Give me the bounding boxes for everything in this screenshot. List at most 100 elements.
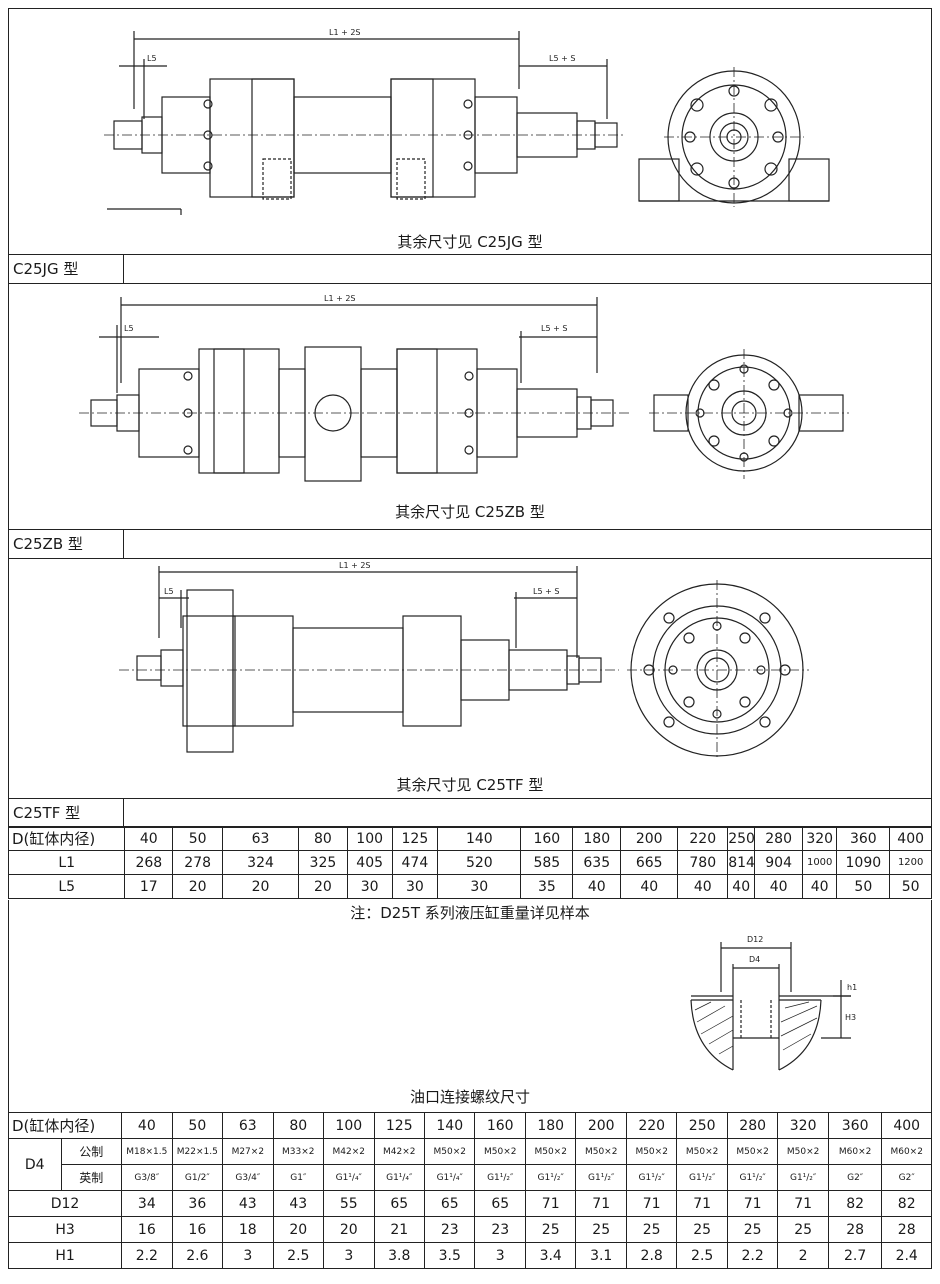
port-h1-label: h1 bbox=[847, 983, 857, 992]
table-cell: 65 bbox=[474, 1190, 526, 1217]
table-cell: 180 bbox=[524, 1112, 577, 1139]
cylinder-drawing-tf: L1 + 2S L5 L5 + S bbox=[119, 561, 809, 760]
dim-l5s-label: L5 + S bbox=[541, 324, 567, 333]
table-cell: 23 bbox=[423, 1216, 476, 1243]
table-cell: 71 bbox=[777, 1190, 829, 1217]
table-row: D(缸体内径) 40 50 63 80 100 125 140 160 180 … bbox=[7, 826, 932, 851]
port-h3-label: H3 bbox=[845, 1013, 856, 1022]
table-cell: 82 bbox=[881, 1190, 932, 1217]
table-cell: 36 bbox=[171, 1190, 224, 1217]
table-cell: 325 bbox=[297, 850, 348, 875]
table-cell: G1/2″ bbox=[171, 1164, 224, 1191]
table-cell: 814 bbox=[727, 850, 756, 875]
table-cell: 50 bbox=[172, 826, 224, 851]
table-cell: 25 bbox=[777, 1216, 829, 1243]
table-cell: M60×2 bbox=[827, 1138, 883, 1165]
table-cell: M42×2 bbox=[373, 1138, 426, 1165]
table-cell: G1¹/₄″ bbox=[373, 1164, 426, 1191]
port-thread-title: 油口连接螺纹尺寸 bbox=[409, 1088, 530, 1106]
table-cell: 2.8 bbox=[625, 1242, 678, 1269]
port-section: 注：D25T 系列液压缸重量详见样本 bbox=[8, 900, 932, 1112]
table-cell: 20 bbox=[297, 874, 348, 899]
table-cell: 25 bbox=[524, 1216, 577, 1243]
table-row: L5 17 20 20 20 30 30 30 35 40 40 40 40 4… bbox=[7, 874, 932, 899]
table-cell: 3 bbox=[323, 1242, 375, 1269]
table-cell: G1¹/₂″ bbox=[625, 1164, 678, 1191]
table-cell: 780 bbox=[677, 850, 729, 875]
table-cell: M22×1.5 bbox=[171, 1138, 224, 1165]
table-cell: 30 bbox=[437, 874, 522, 899]
table-cell: 200 bbox=[620, 826, 679, 851]
table-cell: 17 bbox=[124, 874, 174, 899]
table-cell: 16 bbox=[121, 1216, 173, 1243]
table-cell: 2.2 bbox=[121, 1242, 173, 1269]
table-cell: 40 bbox=[754, 874, 804, 899]
row-label-d4: D4 bbox=[8, 1138, 62, 1191]
table-row: D4 公制 M18×1.5 M22×1.5 M27×2 M33×2 M42×2 … bbox=[8, 1138, 932, 1191]
table-cell: M50×2 bbox=[524, 1138, 577, 1165]
cylinder-drawing-zb: L1 + 2S L5 L5 + S bbox=[79, 294, 849, 482]
dim-l1-label: L1 + 2S bbox=[339, 561, 371, 570]
table-row: D(缸体内径) 40 50 63 80 100 125 140 160 180 … bbox=[7, 1112, 932, 1139]
drawing-panel-zb: L1 + 2S L5 L5 + S 其余尺寸见 C25ZB 型 bbox=[8, 283, 932, 529]
model-label-jg: C25JG 型 bbox=[9, 255, 124, 283]
table-cell: 71 bbox=[625, 1190, 678, 1217]
dim-l1-label: L1 + 2S bbox=[329, 28, 361, 37]
table-cell: 30 bbox=[391, 874, 439, 899]
table-row: D12 34 36 43 43 55 65 65 65 71 71 71 71 … bbox=[7, 1190, 932, 1217]
table-cell: M18×1.5 bbox=[121, 1138, 173, 1165]
table-cell: 2.6 bbox=[171, 1242, 224, 1269]
table-cell: 65 bbox=[373, 1190, 426, 1217]
table-cell: 40 bbox=[620, 874, 679, 899]
table-cell: 400 bbox=[881, 1112, 932, 1139]
table-cell: M50×2 bbox=[777, 1138, 829, 1165]
dimension-table-l: D(缸体内径) 40 50 63 80 100 125 140 160 180 … bbox=[7, 826, 932, 899]
table-cell: 25 bbox=[726, 1216, 779, 1243]
table-row: 英制 G3/8″ G1/2″ G3/4″ G1″ G1¹/₄″ G1¹/₄″ G… bbox=[9, 1164, 932, 1191]
model-label-row-zb: C25ZB 型 bbox=[8, 529, 932, 559]
table-cell: 50 bbox=[171, 1112, 224, 1139]
bore-header: D(缸体内径) bbox=[7, 826, 126, 851]
table-cell: 3 bbox=[222, 1242, 274, 1269]
table-cell: 71 bbox=[726, 1190, 779, 1217]
table-cell: 278 bbox=[172, 850, 224, 875]
table-cell: 320 bbox=[777, 1112, 829, 1139]
table-cell: 20 bbox=[323, 1216, 375, 1243]
table-cell: 40 bbox=[572, 874, 622, 899]
table-cell: 320 bbox=[802, 826, 838, 851]
cylinder-drawing-jg: L1 + 2S L5 L5 + S bbox=[104, 28, 830, 215]
table-row: H3 16 16 18 20 20 21 23 23 25 25 25 25 2… bbox=[7, 1216, 932, 1243]
table-cell: 71 bbox=[575, 1190, 627, 1217]
table-cell: 100 bbox=[323, 1112, 375, 1139]
table-cell: 200 bbox=[575, 1112, 627, 1139]
port-d4-label: D4 bbox=[749, 955, 760, 964]
port-thread-diagram: D12 D4 h1 H3 bbox=[690, 935, 857, 1071]
table-cell: 40 bbox=[727, 874, 756, 899]
table-cell: 40 bbox=[802, 874, 838, 899]
table-cell: G3/8″ bbox=[121, 1164, 173, 1191]
table-cell: 160 bbox=[520, 826, 574, 851]
model-label-zb: C25ZB 型 bbox=[9, 530, 124, 558]
table-cell: 250 bbox=[676, 1112, 728, 1139]
table-cell: 82 bbox=[827, 1190, 883, 1217]
dim-l5-label: L5 bbox=[164, 587, 174, 596]
table-cell: G1¹/₂″ bbox=[726, 1164, 779, 1191]
table-cell: G2″ bbox=[827, 1164, 883, 1191]
table-cell: 585 bbox=[520, 850, 574, 875]
row-label-l5: L5 bbox=[7, 874, 126, 899]
table-cell: 324 bbox=[222, 850, 299, 875]
table-cell: 3.4 bbox=[524, 1242, 577, 1269]
table-cell: 35 bbox=[520, 874, 574, 899]
table-cell: 65 bbox=[423, 1190, 476, 1217]
table-cell: G2″ bbox=[881, 1164, 932, 1191]
table-cell: G1″ bbox=[272, 1164, 325, 1191]
table-cell: 140 bbox=[437, 826, 522, 851]
table-cell: 1000 bbox=[802, 850, 838, 875]
table-cell: 665 bbox=[620, 850, 679, 875]
table-cell: 63 bbox=[222, 1112, 274, 1139]
table-cell: M42×2 bbox=[323, 1138, 375, 1165]
table-cell: 40 bbox=[124, 826, 174, 851]
table-cell: 16 bbox=[171, 1216, 224, 1243]
table-cell: 2.7 bbox=[827, 1242, 883, 1269]
table-cell: 18 bbox=[222, 1216, 274, 1243]
